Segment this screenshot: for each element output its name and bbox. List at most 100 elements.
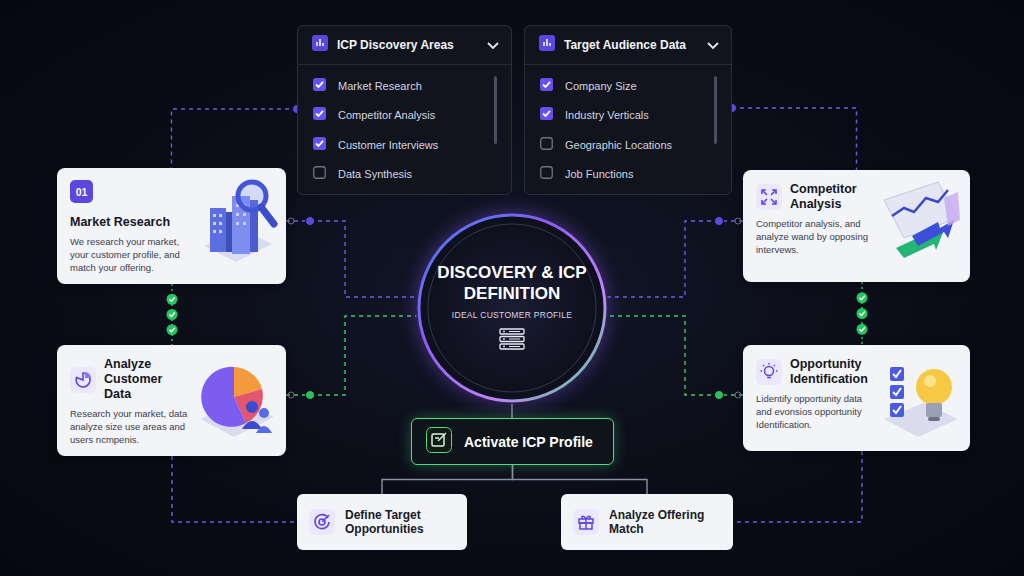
check-mark: [170, 313, 175, 317]
panel-header: Target Audience Data: [525, 26, 731, 65]
connector-group: [286, 217, 417, 298]
server-icon-svg: [497, 328, 527, 350]
checkbox-svg: [540, 78, 553, 91]
connector: [608, 316, 743, 395]
connector: [172, 109, 298, 168]
checkbox-svg: [313, 166, 326, 179]
checklist-bulb-illustration: [878, 353, 964, 443]
checkbox-svg: [313, 137, 326, 150]
card-icon: [756, 184, 782, 210]
check-dot: [857, 324, 868, 335]
check-dot: [167, 309, 178, 320]
pill-node: Define Target Opportunities: [297, 494, 467, 550]
checklist-row: Market Research: [298, 71, 511, 101]
scrollbar: [494, 76, 497, 144]
checklist-row: Job Functions: [525, 160, 731, 190]
card-title: Opportunity Identification: [790, 357, 874, 387]
step-number: 01: [70, 180, 93, 203]
panel-node: ICP Discovery AreasMarket ResearchCompet…: [297, 25, 512, 195]
activate-node: Activate ICP Profile: [411, 418, 614, 465]
header-icon: [539, 35, 555, 55]
connector: [286, 221, 417, 297]
checkbox: [313, 165, 326, 183]
check-mark: [170, 328, 175, 332]
header-icon: [312, 35, 328, 55]
connector-group: [512, 404, 513, 418]
checkbox: [540, 106, 553, 124]
checklist-item: Industry Verticals: [565, 109, 649, 121]
connector: [511, 404, 512, 418]
card-title: Analyze Customer Data: [104, 357, 190, 402]
checkbox-svg: [313, 78, 326, 91]
card-body: Lidentify opportunity data and evonsios …: [756, 392, 874, 431]
connector-group: [286, 316, 416, 400]
checklist-row: Industry Verticals: [525, 101, 731, 131]
panel-header: ICP Discovery Areas: [298, 26, 511, 65]
checklist-row: Customer Interviews: [298, 130, 511, 160]
card-title: Competitor Analysis: [790, 182, 874, 212]
connector-group: [167, 284, 178, 345]
port-dot: [306, 217, 315, 226]
check-dot: [857, 308, 868, 319]
server-icon: [497, 328, 527, 354]
checklist-item: Customer Interviews: [338, 139, 438, 151]
panel-node: Target Audience DataCompany SizeIndustry…: [524, 25, 732, 195]
check-mark: [860, 312, 865, 316]
ring-wrap: [416, 212, 608, 404]
card-node: Competitor AnalysisCompetitor analysis, …: [743, 170, 970, 282]
card-body: Research your market, data analyze size …: [70, 407, 190, 446]
port-dot: [715, 217, 724, 226]
connector-group: [172, 105, 302, 169]
checklist-row: Data Synthesis: [298, 160, 511, 190]
connector-group: [608, 316, 743, 400]
check-dot: [167, 324, 178, 335]
card-node: 01Market ResearchWe research your market…: [57, 168, 286, 284]
panel-title: ICP Discovery Areas: [337, 38, 487, 52]
connector-group: [857, 282, 868, 345]
card-icon-svg: [756, 359, 782, 385]
chevron-icon-svg: [707, 42, 719, 50]
checkbox: [540, 136, 553, 154]
checklist-item: Job Functions: [565, 168, 633, 180]
card-icon-svg: [70, 367, 96, 393]
chevron-icon: [487, 36, 499, 54]
card-body: We research your market, your customer p…: [70, 235, 190, 274]
center-node: DISCOVERY & ICP DEFINITIONIDEAL CUSTOMER…: [416, 212, 608, 404]
pill-node: Analyze Offering Match: [561, 494, 733, 550]
checklist-item: Data Synthesis: [338, 168, 412, 180]
card-icon: [70, 367, 96, 393]
card-node: Analyze Customer DataResearch your marke…: [57, 345, 286, 456]
box-label: Analyze Offering Match: [609, 508, 723, 536]
port-dot: [306, 391, 315, 400]
pie-chart-people-illustration: [194, 353, 280, 443]
check-mark: [860, 296, 865, 300]
check-dot: [167, 294, 178, 305]
card-body: Competitor analysis, and analyze wand by…: [756, 217, 874, 256]
chart-arrows-illustration: [878, 178, 964, 270]
scrollbar: [714, 76, 717, 144]
connector: [172, 456, 297, 522]
checkbox: [313, 106, 326, 124]
box-icon-svg: [309, 509, 335, 535]
checkbox-svg: [313, 107, 326, 120]
connector-group: [728, 104, 857, 171]
card-node: Opportunity IdentificationLidentify oppo…: [743, 345, 970, 451]
connector: [382, 465, 513, 494]
center-title: DISCOVERY & ICP DEFINITION: [437, 262, 587, 304]
box-label: Define Target Opportunities: [345, 508, 457, 536]
chevron-icon-svg: [487, 42, 499, 50]
header-icon-svg: [312, 35, 328, 51]
action-icon-svg: [426, 427, 452, 453]
checklist-row: Geographic Locations: [525, 130, 731, 160]
card-header: Competitor Analysis: [756, 182, 874, 212]
port-dot: [715, 391, 724, 400]
connector-group: [382, 465, 513, 494]
checkbox: [313, 77, 326, 95]
card-icon: [756, 359, 782, 385]
chevron-icon: [707, 36, 719, 54]
box-icon-svg: [573, 509, 599, 535]
checkbox: [540, 165, 553, 183]
checklist-item: Market Research: [338, 80, 422, 92]
card-icon-svg: [756, 184, 782, 210]
